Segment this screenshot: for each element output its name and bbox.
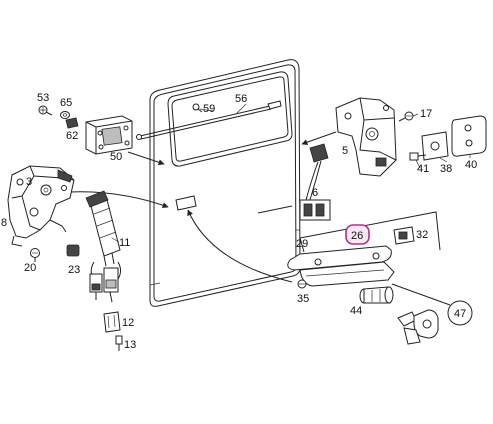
handle-base-frame: [299, 211, 441, 253]
keys-47: [397, 309, 439, 345]
callout-6: 6: [312, 187, 318, 199]
rear-lock-5: [335, 97, 397, 177]
callout-8: 8: [1, 217, 7, 229]
callout-20: 20: [24, 262, 36, 274]
screw-59: [192, 103, 203, 113]
pin-13: [115, 335, 123, 351]
highlight-ring-26: [345, 224, 370, 245]
callout-53: 53: [37, 92, 49, 104]
door-handle-recess: [175, 195, 197, 211]
lock-mechanism-3: [7, 165, 75, 247]
callout-56: 56: [235, 93, 247, 105]
clip-32: [393, 226, 415, 245]
arrow-lock-to-door: [69, 191, 169, 209]
callout-35: 35: [297, 293, 309, 305]
lock-cylinder-44: [359, 286, 394, 304]
callout-11: 11: [119, 237, 130, 249]
callout-29: 29: [296, 238, 308, 250]
bolt-35: [297, 279, 307, 289]
callout-17: 17: [420, 108, 432, 120]
callout-65: 65: [60, 97, 72, 109]
bolt-41: [409, 152, 427, 161]
screw-17: [398, 111, 414, 122]
callout-41: 41: [417, 163, 429, 175]
arrow-latch-to-door: [127, 151, 165, 166]
clip-23: [66, 244, 80, 257]
latch-plate-50: [85, 115, 133, 155]
callout-26: 26: [351, 230, 363, 242]
callout-59: 59: [203, 103, 215, 115]
outer-handle-29: [287, 245, 395, 287]
callout-5: 5: [342, 145, 348, 157]
connecting-rod: [136, 100, 282, 140]
leader-lines: [111, 103, 471, 243]
callout-12: 12: [122, 317, 134, 329]
callout-32: 32: [416, 229, 428, 241]
connector-assembly: [89, 261, 122, 303]
callout-3: 3: [26, 176, 32, 188]
arrow-rear-lock-to-door: [301, 131, 337, 146]
cable-connector-6: [299, 143, 331, 221]
clip-12: [103, 311, 121, 333]
callout-40: 40: [465, 159, 477, 171]
arrow-handle-to-door: [187, 209, 293, 283]
striker-plate-38: [421, 131, 449, 161]
callout-44: 44: [350, 305, 362, 317]
callout-circle-47: [447, 300, 473, 326]
actuator-11: [85, 190, 121, 267]
callout-62: 62: [66, 130, 78, 142]
door-panel: [149, 59, 301, 307]
callout-23: 23: [68, 264, 80, 276]
washer-65: [60, 111, 70, 119]
door-slot: [257, 205, 293, 214]
door-window: [167, 71, 293, 167]
callout-38: 38: [440, 163, 452, 175]
callout-47: 47: [454, 308, 466, 320]
bolt-20: [30, 248, 40, 262]
callout-13: 13: [124, 339, 136, 351]
screw-53: [38, 105, 53, 116]
clip-62: [65, 117, 79, 129]
line-handle-to-keys: [391, 283, 451, 306]
callout-50: 50: [110, 151, 122, 163]
mounting-plate-40: [451, 115, 487, 157]
